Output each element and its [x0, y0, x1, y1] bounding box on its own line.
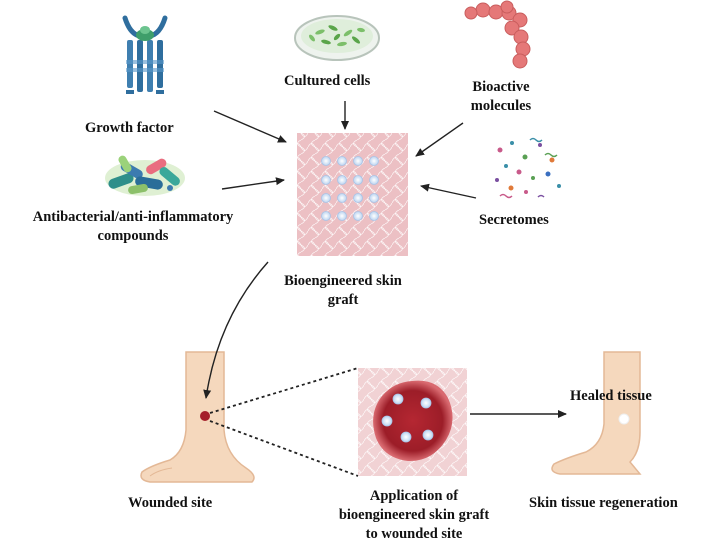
label-skin-regeneration: Skin tissue regeneration	[529, 495, 678, 511]
label-antibacterial-line2: compounds	[97, 228, 169, 244]
bioactive-molecule-chain-icon	[464, 0, 531, 69]
arrow-secretomes	[420, 183, 477, 199]
label-application: Application of bioengineered skin graft …	[319, 487, 509, 544]
arrow-bioactive	[415, 122, 464, 157]
label-growth-factor: Growth factor	[85, 120, 174, 136]
label-application-line1: Application of	[369, 488, 459, 504]
label-graft-line2: graft	[327, 292, 359, 308]
arrow-antibacterial	[221, 177, 285, 190]
label-antibacterial-line1: Antibacterial/anti-inflammatory	[32, 209, 234, 225]
healed-leg-icon	[551, 351, 642, 475]
label-bioactive-line1: Bioactive	[472, 79, 530, 95]
label-application-line3: to wounded site	[365, 526, 463, 542]
arrows	[203, 101, 567, 418]
magnified-wound-graft-icon	[358, 368, 467, 476]
label-bioactive-line2: molecules	[470, 98, 532, 114]
label-skin-graft: Bioengineered skin graft	[268, 272, 418, 310]
leg-wound-icon	[140, 351, 255, 483]
arrow-growth-factor	[213, 110, 287, 143]
label-graft-line1: Bioengineered skin	[284, 273, 402, 289]
label-healed-tissue: Healed tissue	[570, 388, 652, 404]
label-cultured-cells: Cultured cells	[284, 73, 371, 89]
bacteria-pills-icon	[105, 155, 185, 196]
label-antibacterial: Antibacterial/anti-inflammatory compound…	[2, 208, 264, 246]
secretome-particles-icon	[495, 137, 561, 199]
skin-graft-mesh-icon	[297, 133, 408, 256]
arrow-graft-to-wound	[203, 261, 269, 399]
label-bioactive-molecules: Bioactive molecules	[461, 78, 541, 116]
zoom-lines	[209, 367, 359, 477]
label-secretomes: Secretomes	[479, 212, 549, 228]
petri-dish-icon	[294, 15, 380, 61]
label-wounded-site: Wounded site	[128, 495, 213, 511]
growth-factor-receptor-icon	[122, 15, 168, 94]
label-application-line2: bioengineered skin graft	[338, 507, 490, 523]
